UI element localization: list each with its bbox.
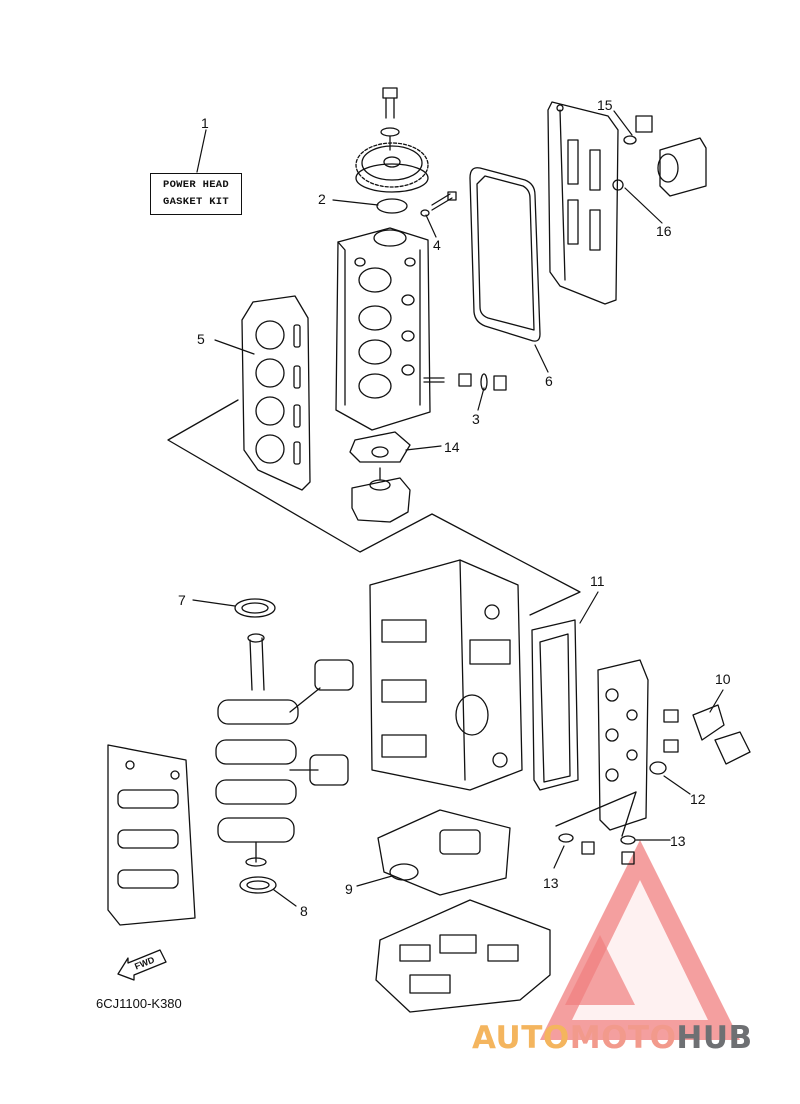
side-gasket-11: [531, 619, 579, 791]
callout-8: 8: [300, 903, 308, 919]
cylinder-block: [369, 559, 523, 791]
kit-label-line2: GASKET KIT: [162, 196, 229, 208]
crankcase: [107, 744, 196, 926]
watermark-logo: [540, 840, 740, 1040]
callout-16: 16: [656, 223, 672, 239]
kit-label-line1: POWER HEAD: [162, 179, 229, 191]
callout-12: 12: [690, 791, 706, 807]
callout-1: 1: [201, 115, 209, 131]
thermostat-housing: [351, 467, 411, 523]
timing-pulley: [355, 142, 429, 193]
head-gasket-5: [241, 295, 311, 491]
gasket-9: [377, 809, 511, 896]
fuel-pump: [612, 115, 707, 197]
callout-4: 4: [433, 237, 441, 253]
callout-15: 15: [597, 97, 613, 113]
callout-7: 7: [178, 592, 186, 608]
callout-leaders: [192, 110, 724, 907]
oil-seal-8: [239, 876, 277, 894]
bolt-4: [420, 191, 457, 217]
cover-gasket-6: [469, 167, 541, 342]
cam-cover: [547, 101, 619, 305]
callout-5: 5: [197, 331, 205, 347]
plug-parts-3: [423, 373, 507, 391]
oil-seal-2: [376, 198, 408, 214]
brand-part3: HUB: [676, 1020, 753, 1056]
callout-11: 11: [590, 573, 605, 589]
brand-part1: AUTO: [472, 1020, 570, 1056]
diagram-code: 6CJ1100-K380: [96, 996, 182, 1011]
top-bolt: [380, 87, 400, 151]
grouping-lines: [167, 399, 637, 837]
callout-9: 9: [345, 881, 353, 897]
callout-numbers: 1 2 3 4 5 6 7 8 9 10 11 12 13 13 14 15 1…: [133, 97, 731, 972]
oil-seal-7: [234, 598, 276, 618]
brand-part2: MOTO: [569, 1020, 677, 1056]
crankshaft: [215, 633, 354, 867]
callout-13-left: 13: [543, 875, 559, 891]
callout-2: 2: [318, 191, 326, 207]
fwd-arrow-icon: [117, 949, 167, 981]
exhaust-cover: [558, 659, 751, 865]
callout-14: 14: [444, 439, 460, 455]
callout-6: 6: [545, 373, 553, 389]
base-plate: [375, 899, 551, 1013]
thermostat-gasket-14: [349, 431, 411, 463]
cylinder-head: [335, 227, 431, 431]
callout-10: 10: [715, 671, 731, 687]
callout-13-right: 13: [670, 833, 686, 849]
brand-watermark: AUTOMOTOHUB: [472, 1020, 753, 1056]
callout-3: 3: [472, 411, 480, 427]
kit-label-box: POWER HEAD GASKET KIT: [150, 173, 242, 215]
